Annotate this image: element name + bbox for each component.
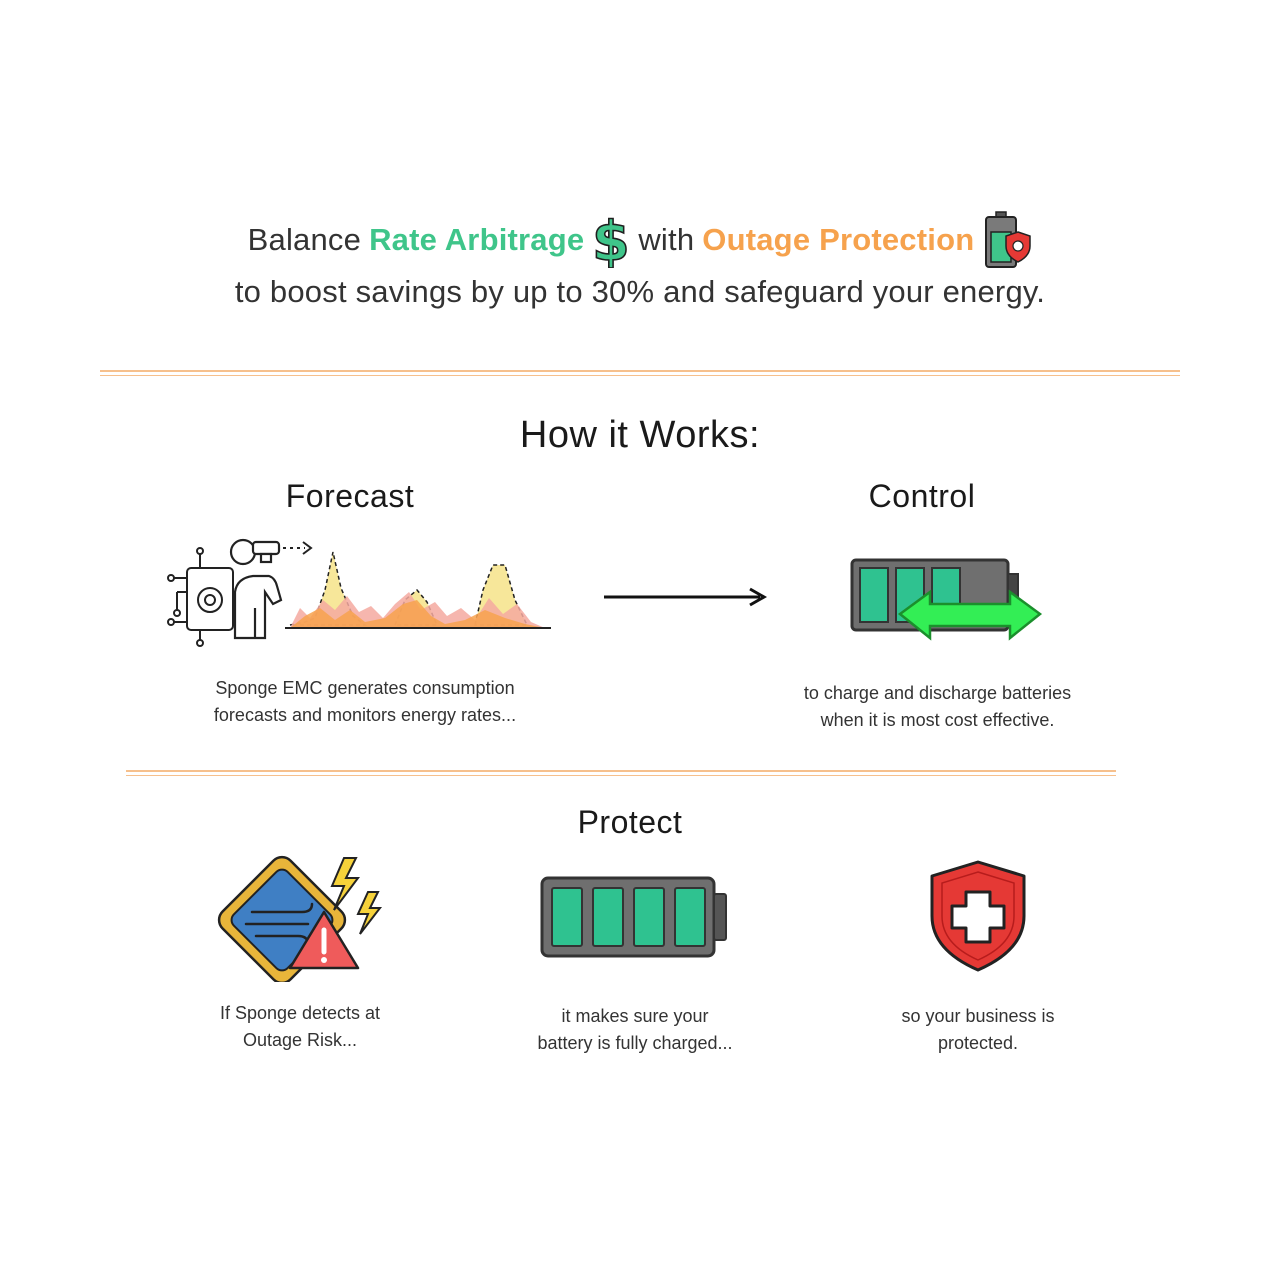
forecast-caption-line-1: Sponge EMC generates consumption <box>215 678 515 698</box>
how-it-works-title: How it Works: <box>519 414 761 456</box>
headline-line-2: to boost savings by up to 30% and safegu… <box>234 274 1046 309</box>
protect-caption-1-line-2: Outage Risk... <box>242 1030 358 1050</box>
battery-bidirectional-icon <box>850 558 1043 641</box>
forecast-caption: Sponge EMC generates consumption forecas… <box>160 675 570 729</box>
svg-text:$: $ <box>592 212 630 268</box>
divider-top <box>100 370 1180 376</box>
forecast-title: Forecast <box>285 478 415 514</box>
protect-caption-3-line-2: protected. <box>937 1033 1019 1053</box>
outage-protection-label: Outage Protection <box>702 222 975 257</box>
rate-arbitrage-label: Rate Arbitrage <box>369 222 585 257</box>
protect-title: Protect <box>577 804 683 840</box>
dollar-icon: $ <box>592 212 630 268</box>
storm-warning-icon <box>217 855 383 982</box>
protect-caption-1: If Sponge detects at Outage Risk... <box>170 1000 430 1054</box>
headline-prefix: Balance <box>247 222 362 257</box>
control-title: Control <box>868 478 976 514</box>
control-caption-line-1: to charge and discharge batteries <box>803 683 1072 703</box>
battery-shield-icon <box>985 211 1032 268</box>
control-caption: to charge and discharge batteries when i… <box>740 680 1135 734</box>
headline: Balance Rate Arbitrage $ with Outage Pro… <box>0 211 1280 310</box>
protect-caption-3: so your business is protected. <box>858 1003 1098 1057</box>
arrow-right-icon <box>604 587 768 607</box>
full-battery-icon <box>540 876 727 958</box>
protect-caption-2-line-1: it makes sure your <box>561 1006 709 1026</box>
headline-line-1: Balance Rate Arbitrage $ with Outage Pro… <box>0 211 1280 268</box>
protect-caption-3-line-1: so your business is <box>901 1006 1055 1026</box>
divider-middle <box>126 770 1116 776</box>
forecast-caption-line-2: forecasts and monitors energy rates... <box>213 705 517 725</box>
protect-caption-1-line-1: If Sponge detects at <box>219 1003 381 1023</box>
headline-with: with <box>638 222 695 257</box>
shield-cross-icon <box>930 860 1026 972</box>
control-caption-line-2: when it is most cost effective. <box>820 710 1055 730</box>
protect-caption-2-line-2: battery is fully charged... <box>537 1033 733 1053</box>
protect-caption-2: it makes sure your battery is fully char… <box>495 1003 775 1057</box>
forecast-analyst-icon <box>167 538 551 647</box>
